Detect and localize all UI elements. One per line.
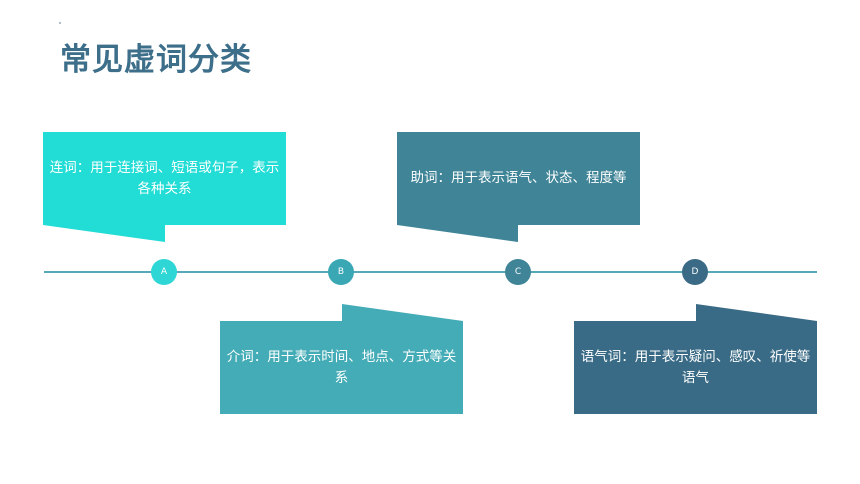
callout-conjunction-text: 连词：用于连接词、短语或句子，表示各种关系 xyxy=(49,159,280,197)
callout-preposition-text: 介词：用于表示时间、地点、方式等关系 xyxy=(226,348,457,386)
callout-modal-particle-text: 语气词：用于表示疑问、感叹、祈使等语气 xyxy=(580,348,811,386)
callout-preposition-box: 介词：用于表示时间、地点、方式等关系 xyxy=(220,321,463,414)
callout-modal-particle-box: 语气词：用于表示疑问、感叹、祈使等语气 xyxy=(574,321,817,414)
callout-particle-box: 助词：用于表示语气、状态、程度等 xyxy=(397,132,640,225)
timeline-node-a: A xyxy=(151,259,177,285)
page-title: 常见虚词分类 xyxy=(60,42,252,78)
decorative-dot xyxy=(59,22,61,24)
callout-particle-text: 助词：用于表示语气、状态、程度等 xyxy=(410,170,627,186)
timeline-node-d: D xyxy=(682,259,708,285)
timeline-node-c: C xyxy=(505,259,531,285)
callout-conjunction-box: 连词：用于连接词、短语或句子，表示各种关系 xyxy=(43,132,286,225)
timeline-node-b: B xyxy=(328,259,354,285)
timeline-line xyxy=(44,271,817,273)
